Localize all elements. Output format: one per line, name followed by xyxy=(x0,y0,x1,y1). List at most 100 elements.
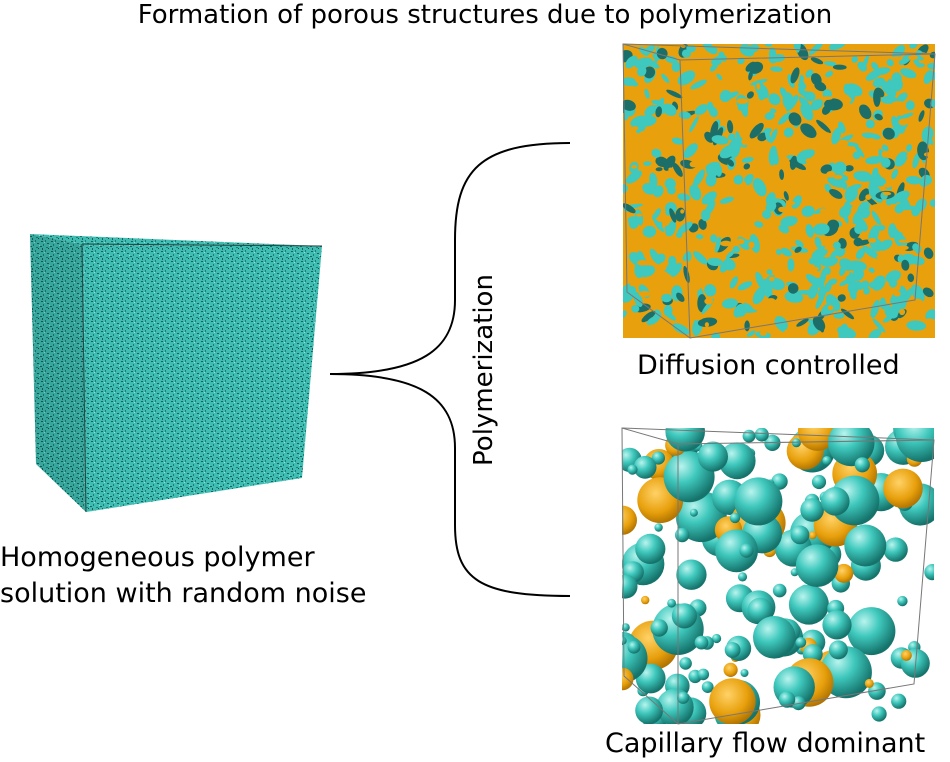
diffusion-strand xyxy=(709,63,718,72)
diffusion-pore xyxy=(631,126,639,131)
diffusion-strand xyxy=(778,112,792,125)
diffusion-pore xyxy=(882,109,889,115)
diffusion-strand xyxy=(634,57,653,69)
diffusion-strand xyxy=(750,79,768,86)
capillary-sphere xyxy=(800,498,824,522)
capillary-sphere xyxy=(622,505,637,535)
diffusion-strand xyxy=(623,77,636,87)
diffusion-strand xyxy=(764,44,773,47)
diffusion-strand xyxy=(908,322,921,327)
diffusion-strand xyxy=(821,256,839,267)
capillary-sphere xyxy=(895,428,934,462)
diffusion-strand xyxy=(817,286,827,299)
diffusion-strand xyxy=(816,119,831,134)
diffusion-pore xyxy=(748,241,755,248)
diffusion-strand xyxy=(742,302,754,313)
diffusion-strand xyxy=(811,245,826,256)
diffusion-strand xyxy=(894,151,908,167)
diffusion-pore xyxy=(642,327,649,334)
diffusion-strand xyxy=(744,320,750,332)
diffusion-strand xyxy=(927,62,935,70)
diffusion-strand xyxy=(625,170,642,184)
diffusion-strand xyxy=(781,247,792,257)
diffusion-strand xyxy=(868,267,875,273)
diffusion-strand xyxy=(787,283,799,294)
diffusion-strand xyxy=(727,137,744,154)
diffusion-strand xyxy=(918,110,925,122)
diffusion-strand xyxy=(663,304,673,317)
capillary-sphere xyxy=(723,662,738,678)
diffusion-strand xyxy=(832,64,847,70)
diffusion-strand xyxy=(875,87,885,98)
capillary-sphere xyxy=(635,696,663,724)
diffusion-strand xyxy=(844,165,854,172)
diffusion-strand xyxy=(661,73,670,84)
diffusion-pore xyxy=(882,191,892,196)
capillary-sphere xyxy=(665,428,705,452)
diffusion-strand xyxy=(655,167,663,172)
capillary-sphere xyxy=(844,524,887,567)
diffusion-strand xyxy=(892,123,909,137)
diffusion-strand xyxy=(805,69,814,78)
diffusion-strand xyxy=(727,159,735,167)
diffusion-strand xyxy=(911,284,925,302)
diffusion-strand xyxy=(823,266,831,275)
diffusion-pore xyxy=(870,44,882,50)
diffusion-strand xyxy=(746,330,756,337)
diffusion-strand xyxy=(795,239,804,248)
diffusion-pore xyxy=(720,240,732,247)
diffusion-strand xyxy=(800,123,817,139)
diffusion-pore xyxy=(883,183,892,188)
capillary-sphere xyxy=(633,455,657,479)
diffusion-strand xyxy=(779,169,785,180)
diffusion-strand xyxy=(871,210,881,226)
diffusion-strand xyxy=(743,163,751,170)
diffusion-strand xyxy=(769,108,777,114)
diffusion-strand xyxy=(791,195,802,209)
diffusion-strand xyxy=(746,91,754,99)
capillary-sphere xyxy=(724,642,741,658)
diffusion-strand xyxy=(719,196,734,204)
diffusion-strand xyxy=(776,248,782,256)
diffusion-pore xyxy=(837,139,849,147)
diffusion-strand xyxy=(830,249,841,258)
diffusion-strand xyxy=(849,288,857,300)
diffusion-strand xyxy=(869,179,878,188)
diffusion-pore xyxy=(805,240,810,247)
diffusion-strand xyxy=(748,70,753,81)
capillary-sphere xyxy=(808,531,817,540)
diffusion-strand xyxy=(837,294,846,302)
capillary-sphere xyxy=(924,564,934,581)
diffusion-strand xyxy=(656,221,663,229)
diffusion-pore xyxy=(767,233,774,237)
diffusion-strand xyxy=(652,208,661,220)
diffusion-strand xyxy=(630,115,645,126)
capillary-sphere xyxy=(718,442,756,480)
diffusion-strand xyxy=(714,236,722,253)
diffusion-strand xyxy=(775,322,785,333)
diffusion-pore xyxy=(649,86,655,93)
diffusion-strand xyxy=(754,221,764,228)
capillary-sphere xyxy=(697,441,729,472)
diffusion-strand xyxy=(896,92,908,103)
diffusion-strand xyxy=(862,246,879,259)
diffusion-pore xyxy=(637,260,649,266)
capillary-sphere xyxy=(753,616,796,659)
diffusion-strand xyxy=(727,120,734,134)
diffusion-strand xyxy=(872,67,891,76)
diffusion-strand xyxy=(842,209,849,224)
diffusion-strand xyxy=(628,218,639,229)
capillary-sphere xyxy=(897,595,908,607)
diffusion-strand xyxy=(697,317,718,327)
diffusion-strand xyxy=(662,103,677,116)
diffusion-strand xyxy=(899,112,914,119)
diffusion-strand xyxy=(676,292,685,302)
diffusion-strand xyxy=(648,180,656,189)
diffusion-strand xyxy=(842,182,848,190)
diffusion-pore xyxy=(848,220,854,224)
capillary-sphere xyxy=(827,428,875,467)
diffusion-strand xyxy=(643,161,652,166)
diffusion-strand xyxy=(752,286,766,305)
diffusion-strand xyxy=(860,280,870,290)
